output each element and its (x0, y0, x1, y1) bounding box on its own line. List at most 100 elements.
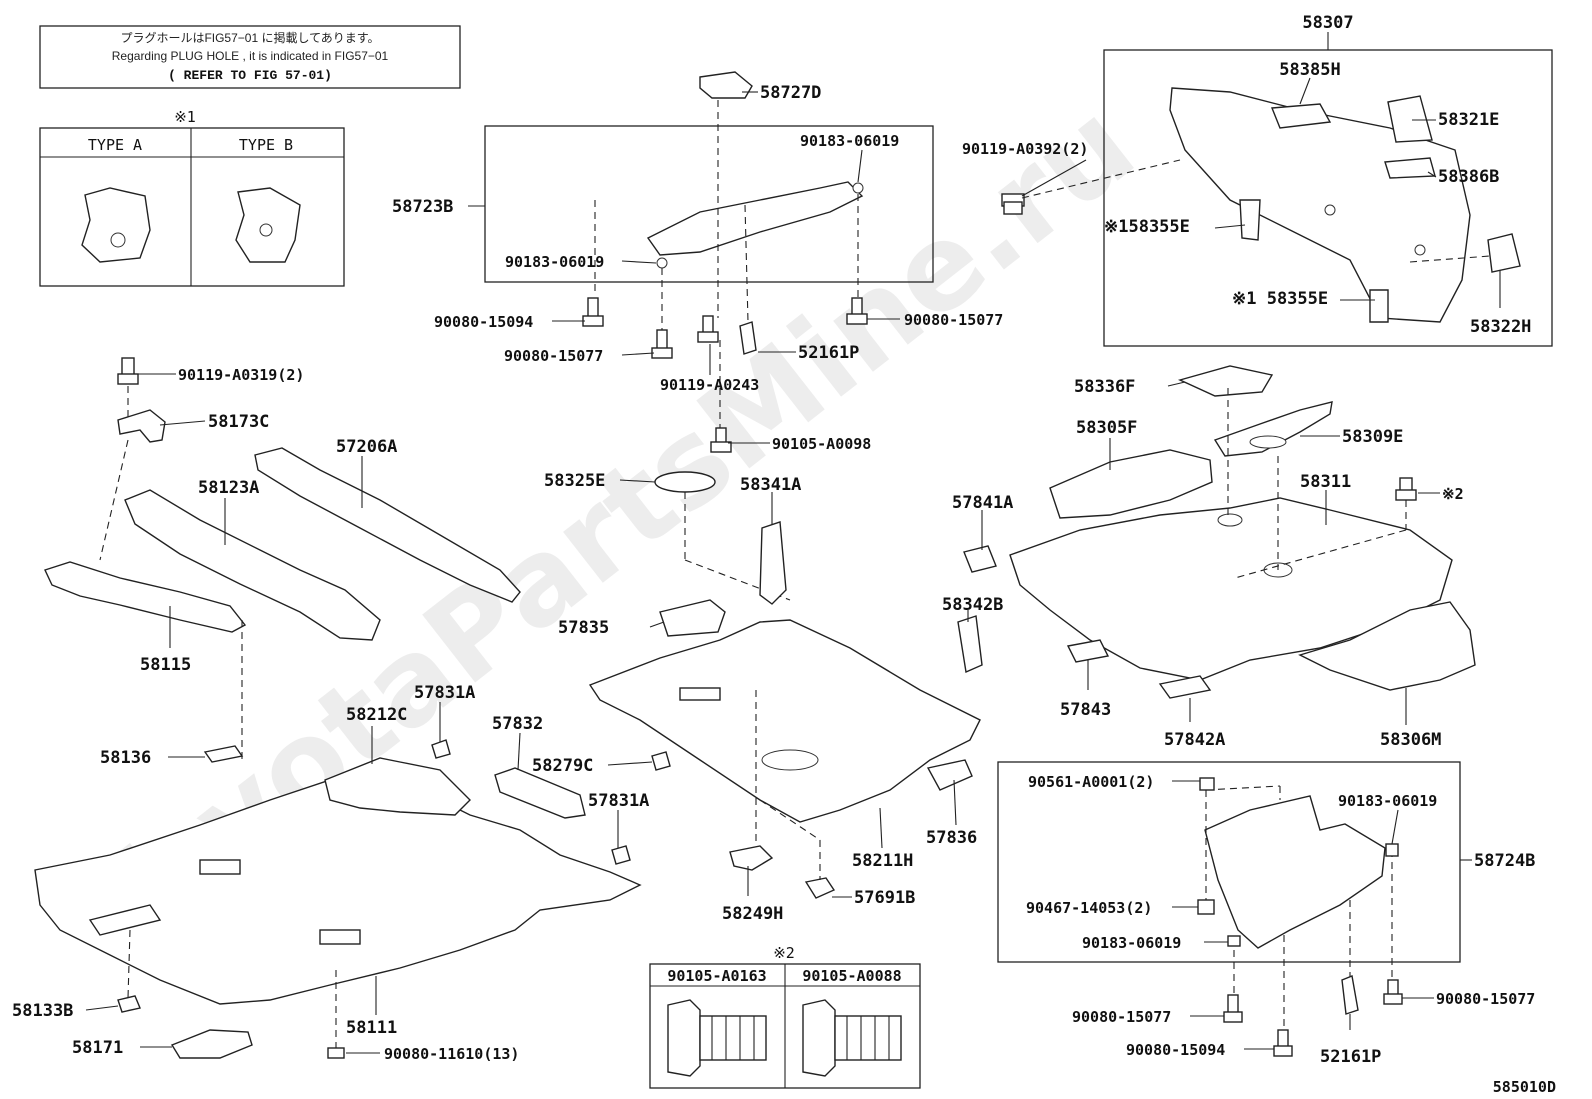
part-58136[interactable] (203, 745, 244, 763)
part-57842A[interactable] (1158, 675, 1212, 699)
figure-code: 585010D (1493, 1078, 1556, 1096)
label-58724B[interactable]: 58724B (1474, 851, 1535, 871)
type-a-bracket (81, 187, 151, 263)
part-58309E[interactable] (1213, 401, 1333, 457)
part-57843[interactable] (1066, 639, 1110, 663)
label-57843[interactable]: 57843 (1060, 700, 1111, 720)
label-58355E-b[interactable]: ※1 58355E (1232, 289, 1328, 309)
label-58385H[interactable]: 58385H (1279, 60, 1340, 80)
part-58723B[interactable] (646, 181, 864, 256)
label-58321E[interactable]: 58321E (1438, 110, 1499, 130)
part-58171[interactable] (170, 1029, 253, 1059)
part-58305F[interactable] (1049, 449, 1213, 519)
label-90080-15077-c[interactable]: 90080-15077 (1072, 1008, 1171, 1026)
bolt-icon (327, 1047, 345, 1059)
part-58211H[interactable] (588, 619, 981, 823)
part-57831A-a[interactable] (431, 739, 451, 759)
label-58133B[interactable]: 58133B (12, 1001, 73, 1021)
label-57831A-b[interactable]: 57831A (588, 791, 649, 811)
label-90183-06019-c[interactable]: 90183-06019 (1338, 792, 1437, 810)
label-90080-15077-a[interactable]: 90080-15077 (504, 347, 603, 365)
part-58212C[interactable] (324, 757, 471, 816)
label-58322H[interactable]: 58322H (1470, 317, 1531, 337)
bolt-icon (1001, 193, 1025, 215)
label-58115[interactable]: 58115 (140, 655, 191, 675)
part-57691B[interactable] (804, 877, 836, 899)
label-57691B[interactable]: 57691B (854, 888, 915, 908)
part-58306M[interactable] (1298, 601, 1476, 691)
label-57206A[interactable]: 57206A (336, 437, 397, 457)
part-58307-panel[interactable] (1169, 87, 1471, 323)
part-58724B[interactable] (1204, 795, 1386, 949)
label-57842A[interactable]: 57842A (1164, 730, 1225, 750)
label-90561-A0001[interactable]: 90561-A0001(2) (1028, 773, 1154, 791)
label-58342B[interactable]: 58342B (942, 595, 1003, 615)
label-90183-06019-d[interactable]: 90183-06019 (1082, 934, 1181, 952)
label-58136[interactable]: 58136 (100, 748, 151, 768)
label-58306M[interactable]: 58306M (1380, 730, 1441, 750)
group-58724B-box (997, 761, 1461, 963)
label-58173C[interactable]: 58173C (208, 412, 269, 432)
label-58307[interactable]: 58307 (1302, 13, 1353, 33)
part-58115[interactable] (44, 561, 247, 633)
part-57835[interactable] (659, 599, 726, 637)
label-58386B[interactable]: 58386B (1438, 167, 1499, 187)
label-52161P-b[interactable]: 52161P (1320, 1047, 1381, 1067)
label-52161P-a[interactable]: 52161P (798, 343, 859, 363)
note-refer-link[interactable]: ( REFER TO FIG 57-01) (168, 68, 332, 83)
label-mark-2: ※2 (1442, 485, 1464, 503)
label-57832[interactable]: 57832 (492, 714, 543, 734)
label-90119-A0243[interactable]: 90119-A0243 (660, 376, 759, 394)
part-57836[interactable] (926, 759, 973, 791)
label-90467-14053[interactable]: 90467-14053(2) (1026, 899, 1152, 917)
part-58249H[interactable] (729, 845, 774, 871)
bolt-icon (710, 427, 732, 453)
part-58123A[interactable] (124, 489, 381, 641)
label-58336F[interactable]: 58336F (1074, 377, 1135, 397)
label-58311[interactable]: 58311 (1300, 472, 1351, 492)
part-58341A[interactable] (759, 521, 787, 605)
label-57841A[interactable]: 57841A (952, 493, 1013, 513)
label-57835[interactable]: 57835 (558, 618, 609, 638)
label-57836[interactable]: 57836 (926, 828, 977, 848)
label-58212C[interactable]: 58212C (346, 705, 407, 725)
label-90080-15094-a[interactable]: 90080-15094 (434, 313, 533, 331)
label-90080-15077-d[interactable]: 90080-15077 (1436, 990, 1535, 1008)
label-58309E[interactable]: 58309E (1342, 427, 1403, 447)
part-58133B[interactable] (117, 995, 141, 1013)
label-58341A[interactable]: 58341A (740, 475, 801, 495)
part-57832[interactable] (494, 767, 586, 819)
label-90105-A0098[interactable]: 90105-A0098 (772, 435, 871, 453)
part-58727D[interactable] (699, 71, 753, 99)
part-58279C[interactable] (651, 751, 671, 771)
part-58325E[interactable] (654, 471, 716, 493)
part-57841A[interactable] (963, 545, 997, 573)
label-90183-06019-a[interactable]: 90183-06019 (800, 132, 899, 150)
label-58111[interactable]: 58111 (346, 1018, 397, 1038)
label-57831A-a[interactable]: 57831A (414, 683, 475, 703)
part-58342B[interactable] (957, 615, 983, 674)
label-58305F[interactable]: 58305F (1076, 418, 1137, 438)
part-57831A-b[interactable] (611, 845, 631, 865)
type-a-header: TYPE A (88, 136, 142, 154)
label-58355E-a[interactable]: ※158355E (1104, 217, 1190, 237)
label-58727D[interactable]: 58727D (760, 83, 821, 103)
label-58249H[interactable]: 58249H (722, 904, 783, 924)
label-90080-15077-b[interactable]: 90080-15077 (904, 311, 1003, 329)
label-58279C[interactable]: 58279C (532, 756, 593, 776)
label-58171[interactable]: 58171 (72, 1038, 123, 1058)
label-90119-A0392[interactable]: 90119-A0392(2) (962, 140, 1088, 158)
label-90183-06019-b[interactable]: 90183-06019 (505, 253, 604, 271)
type-table-marker: ※1 (174, 108, 196, 126)
part-58173C[interactable] (117, 409, 166, 443)
label-58211H[interactable]: 58211H (852, 851, 913, 871)
label-58723B[interactable]: 58723B (392, 197, 453, 217)
label-90080-15094-b[interactable]: 90080-15094 (1126, 1041, 1225, 1059)
part-58336F[interactable] (1177, 365, 1274, 397)
plug-hole-note: プラグホールはFIG57−01 に掲載してあります。 Regarding PLU… (39, 25, 461, 89)
label-90119-A0319[interactable]: 90119-A0319(2) (178, 366, 304, 384)
label-58325E[interactable]: 58325E (544, 471, 605, 491)
label-90080-11610[interactable]: 90080-11610(13) (384, 1045, 519, 1063)
label-58123A[interactable]: 58123A (198, 478, 259, 498)
part-57206A[interactable] (254, 447, 521, 603)
